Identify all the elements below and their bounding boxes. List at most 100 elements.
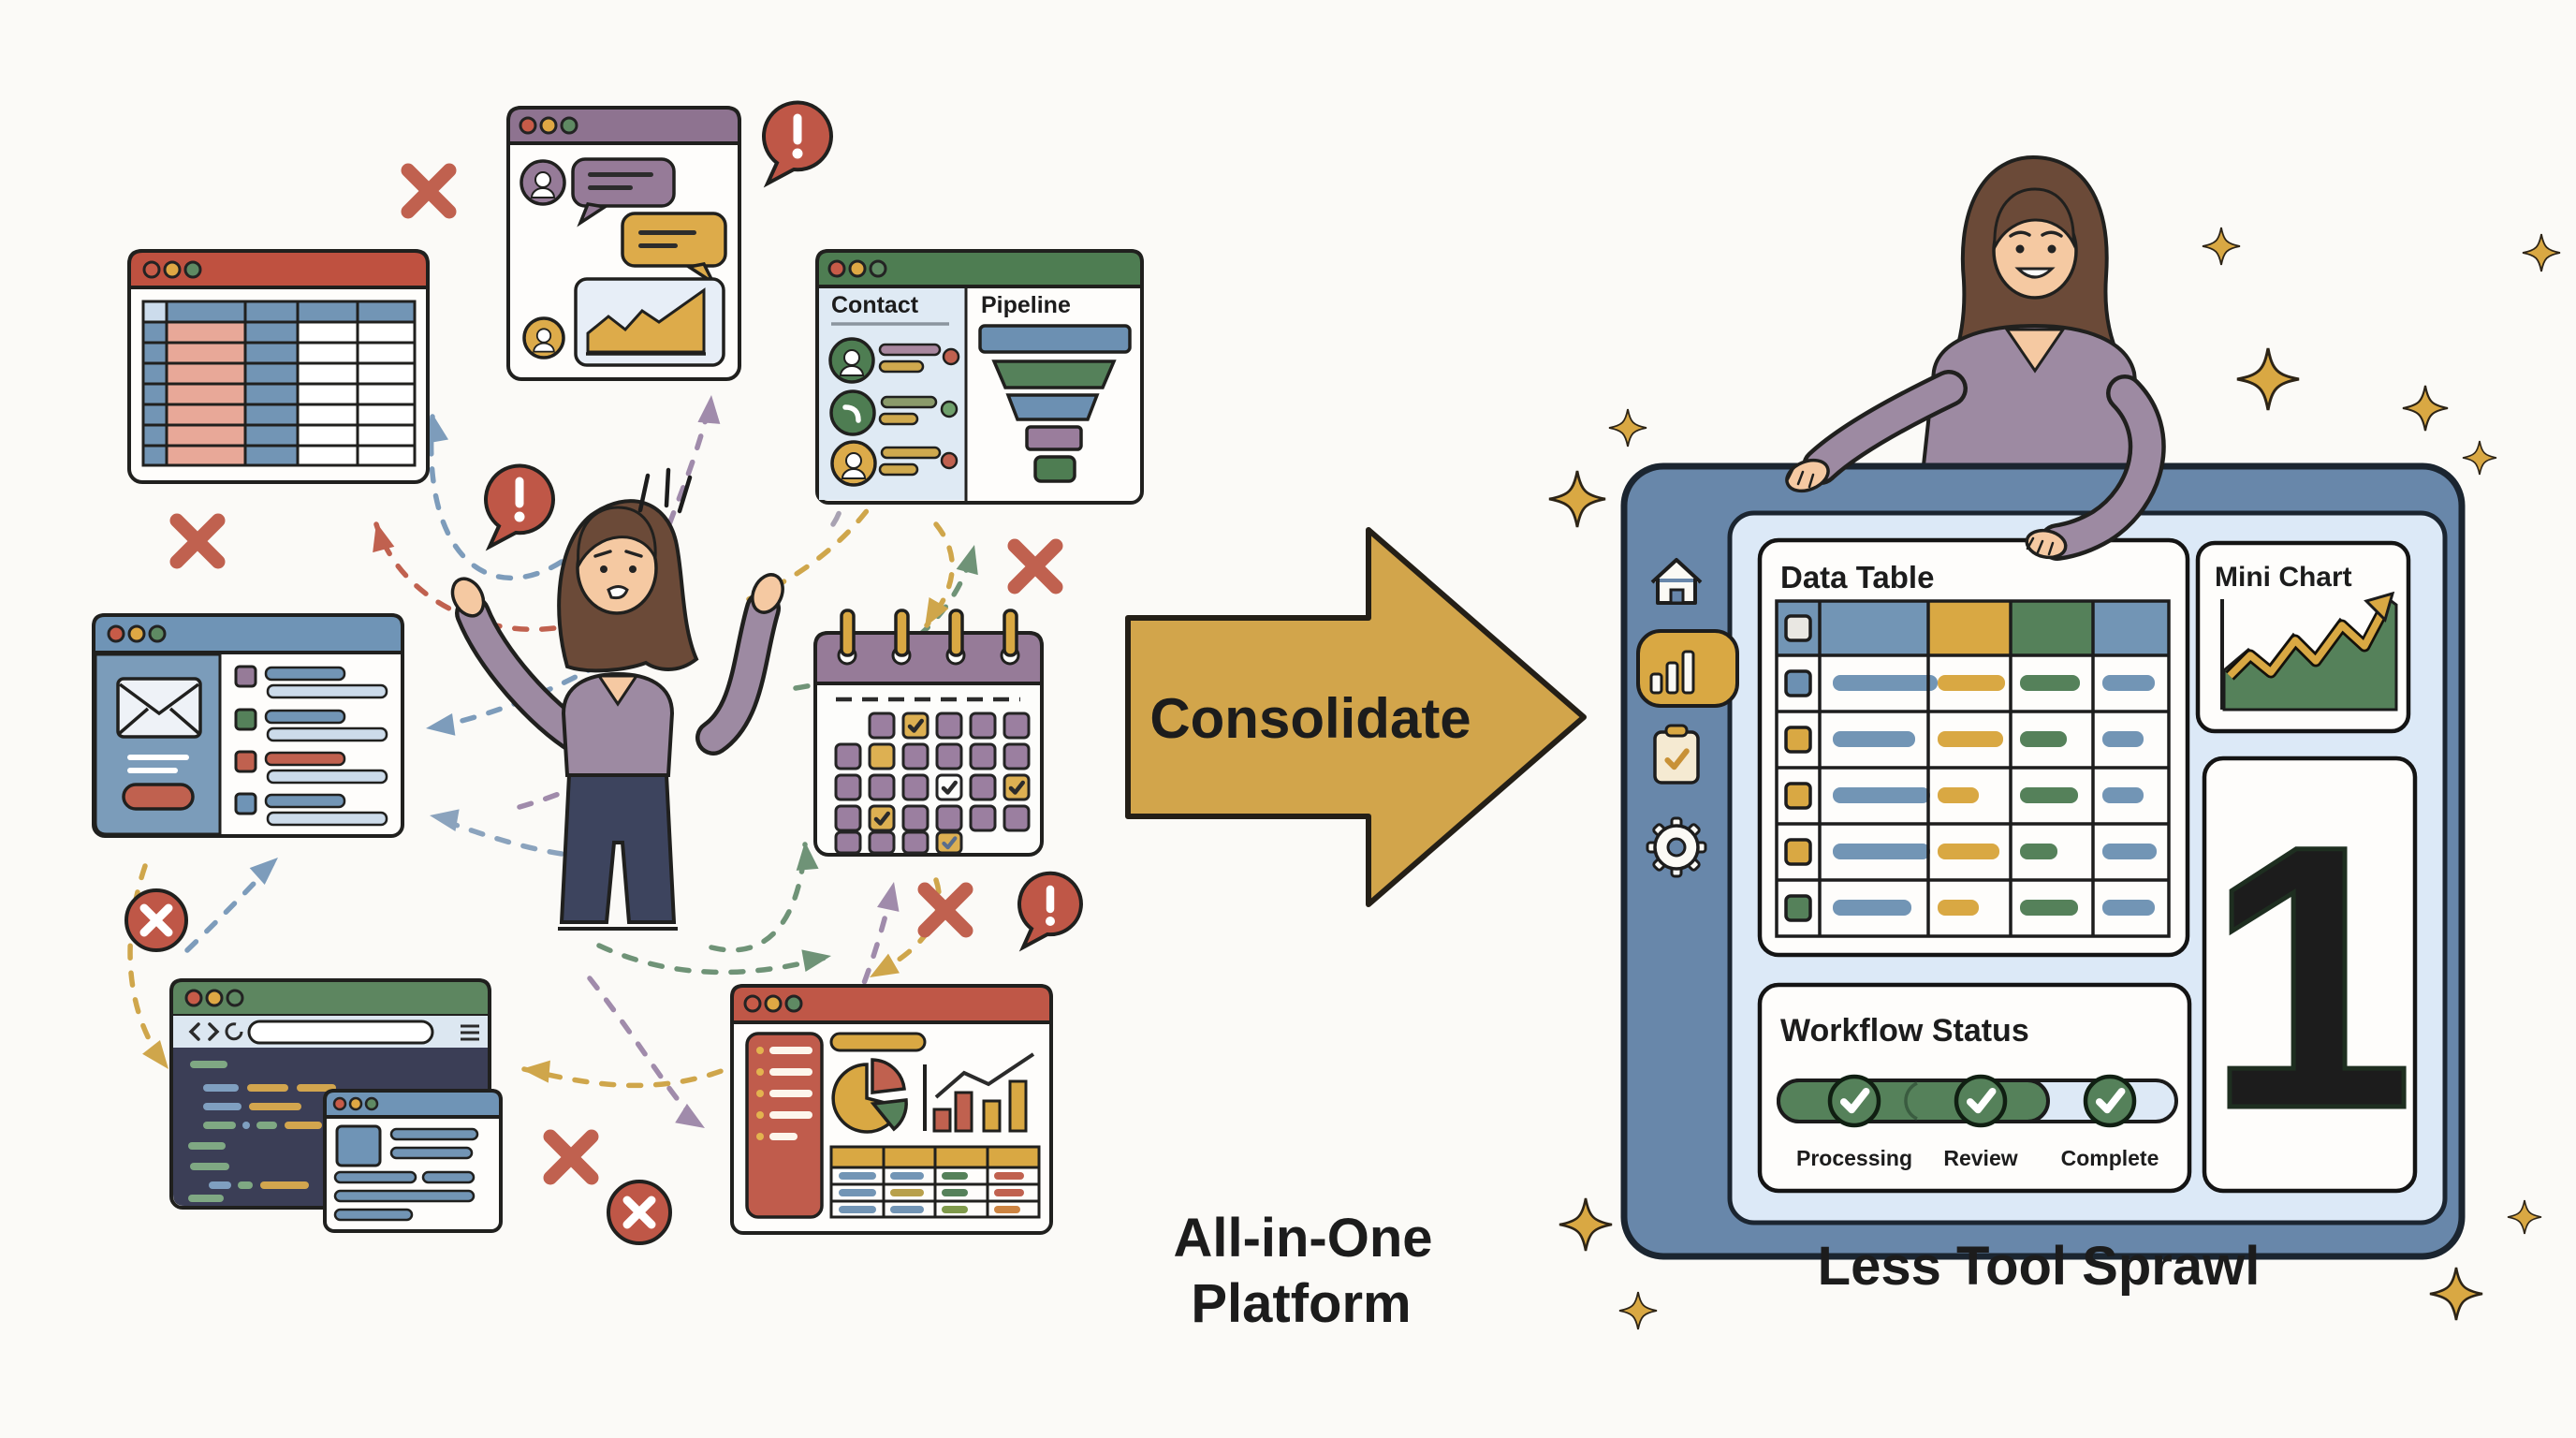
contact-label: Contact <box>831 292 919 318</box>
email-titlebar <box>92 613 404 654</box>
window-controls-icon <box>184 989 244 1007</box>
summary-table <box>829 1145 1041 1219</box>
right-arm <box>2042 378 2162 557</box>
gear-icon <box>1646 816 1707 878</box>
popup-text-lines <box>333 1127 479 1222</box>
error-x-mark <box>543 1129 599 1185</box>
contact-row <box>829 389 959 436</box>
trend-line <box>2227 612 2385 679</box>
sidebar-items <box>756 1047 812 1140</box>
hand <box>751 573 784 614</box>
captions: All-in-One Platform Less Tool Sprawl <box>1173 1208 2260 1334</box>
pie-chart <box>831 1058 908 1134</box>
image-placeholder <box>335 1124 382 1167</box>
binder-rings-icon <box>837 609 1020 666</box>
step-check <box>1954 1074 2008 1128</box>
torso <box>561 671 675 777</box>
happy-person-arms <box>1785 370 2166 561</box>
error-x-mark <box>1007 538 1063 594</box>
crm-titlebar <box>815 249 1144 288</box>
mini-chart-title: Mini Chart <box>2215 562 2352 593</box>
pipeline-label: Pipeline <box>981 292 1071 318</box>
data-table-card: Data Table <box>1757 537 2190 958</box>
email-window <box>92 613 404 838</box>
window-controls-icon <box>332 1096 379 1111</box>
dashed-arrow <box>429 414 564 580</box>
analytics-sidebar <box>745 1032 824 1219</box>
spreadsheet-window <box>127 249 430 484</box>
sparkle-icon <box>2430 1268 2482 1320</box>
header-pill <box>829 1032 927 1052</box>
workflow-title: Workflow Status <box>1780 1013 2029 1049</box>
dashed-arrow <box>587 976 705 1129</box>
unified-dashboard: Data Table <box>1620 462 2466 1260</box>
sparkle-icon <box>1549 471 1605 527</box>
torso <box>1920 323 2148 476</box>
step-check <box>2083 1074 2137 1128</box>
sparkle-icon <box>2508 1200 2541 1234</box>
sparkle-icon <box>2237 348 2299 410</box>
window-controls-icon <box>827 259 887 278</box>
hand <box>450 577 486 618</box>
step-label: Processing <box>1796 1146 1912 1170</box>
big-number-card: 1 <box>2202 756 2418 1194</box>
bar-chart-icon <box>1649 650 1695 695</box>
envelope-icon <box>116 677 202 739</box>
sparkle-icon <box>2403 386 2448 431</box>
browser-titlebar <box>169 978 491 1018</box>
alert-bubble <box>484 463 556 551</box>
error-marks <box>124 100 1084 1245</box>
window-controls-icon <box>743 994 803 1013</box>
menu-icon <box>461 1024 479 1041</box>
bar-chart <box>923 1052 1035 1133</box>
contact-row <box>828 337 960 384</box>
compose-button <box>122 783 195 811</box>
consolidate-label: Consolidate <box>1149 687 1471 750</box>
stressed-person <box>450 467 784 931</box>
chart-thumbnail <box>574 277 725 367</box>
worried-mouth <box>607 585 629 600</box>
analytics-window <box>730 984 1053 1235</box>
status-dot <box>940 400 959 418</box>
chat-bubble <box>621 212 727 288</box>
calendar-header <box>813 631 1044 685</box>
phone-icon <box>829 389 876 436</box>
step-label: Review <box>1943 1146 2017 1170</box>
chat-titlebar <box>506 106 741 145</box>
dashed-arrow <box>596 943 831 976</box>
trend-arrowhead-icon <box>2364 591 2395 623</box>
sparkle-icon <box>1609 409 1647 447</box>
status-dot <box>942 347 960 366</box>
smile <box>2014 267 2056 279</box>
mini-chart-card: Mini Chart <box>2195 540 2411 734</box>
left-caption-line2: Platform <box>1191 1273 1411 1334</box>
dashboard-sidebar <box>1636 558 1739 878</box>
stress-lines <box>637 467 693 514</box>
dashed-arrow <box>924 521 956 628</box>
workflow-status-card: Workflow Status Processing Review Comple… <box>1757 982 2192 1194</box>
step-check <box>1827 1074 1881 1128</box>
popup-titlebar <box>323 1089 503 1119</box>
right-arm <box>699 594 777 752</box>
calendar-window <box>813 609 1044 857</box>
alert-bubble <box>1017 871 1084 952</box>
select-all-checkbox <box>1784 614 1812 642</box>
window-controls-icon <box>142 260 202 279</box>
crm-window: Contact Pipeline <box>815 249 1144 505</box>
email-list <box>234 665 388 827</box>
data-table <box>1775 599 2171 938</box>
home-icon <box>1650 558 1703 605</box>
window-controls-icon <box>519 116 578 135</box>
sparkle-icon <box>2523 234 2560 271</box>
back-icon <box>188 1022 200 1041</box>
status-dot <box>940 451 959 470</box>
step-label: Complete <box>2061 1146 2159 1170</box>
consolidate-arrow: Consolidate <box>1125 527 1587 907</box>
pants <box>559 773 677 924</box>
sparkle-icon <box>2203 227 2240 265</box>
dashed-arrow <box>127 863 169 1070</box>
left-caption-line1: All-in-One <box>1173 1208 1432 1269</box>
error-x-mark <box>401 163 457 219</box>
